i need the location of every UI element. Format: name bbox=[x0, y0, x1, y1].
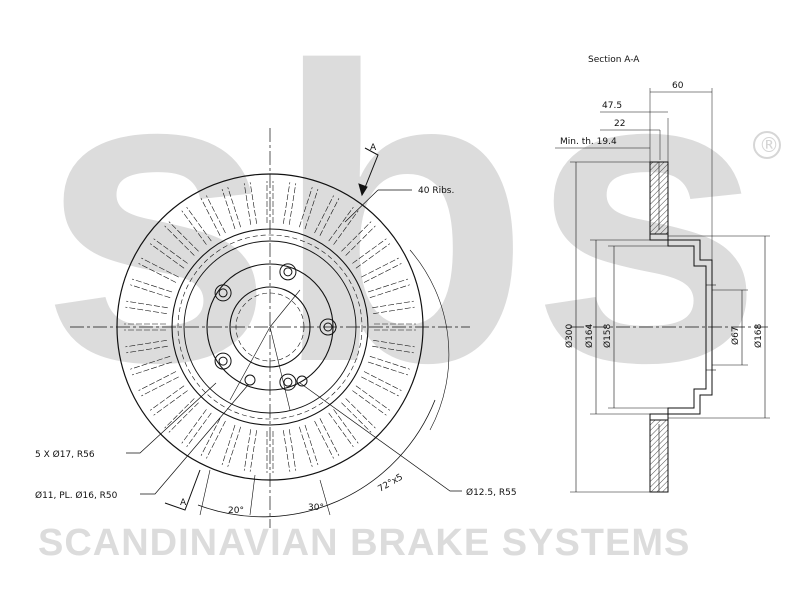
dim-width-hub: 47.5 bbox=[602, 101, 622, 111]
bolt-hole bbox=[214, 352, 232, 370]
inner-dashed-ring bbox=[177, 234, 363, 420]
registered-mark-text: ® bbox=[759, 133, 779, 157]
cooling-rib bbox=[149, 385, 188, 416]
sbs-watermark-logo: sbs bbox=[40, 0, 764, 450]
section-title: Section A-A bbox=[588, 55, 640, 65]
small-hole bbox=[296, 375, 308, 387]
registered-mark: ® bbox=[753, 131, 781, 159]
cooling-rib bbox=[181, 206, 212, 245]
disc-section-view bbox=[555, 88, 770, 493]
cooling-rib bbox=[283, 182, 297, 225]
dim-d-158: Ø158 bbox=[602, 323, 613, 348]
angle-72-label: 72°x5 bbox=[377, 472, 405, 494]
bolt-hole bbox=[279, 263, 297, 281]
cooling-rib bbox=[341, 398, 376, 433]
ribs-label: 40 Ribs. bbox=[418, 186, 454, 196]
cooling-rib bbox=[352, 385, 391, 416]
bolt-hole-thread bbox=[218, 288, 228, 298]
bolt-hole-thread bbox=[323, 322, 333, 332]
cooling-ribs bbox=[124, 181, 416, 473]
cooling-rib bbox=[367, 355, 410, 376]
cooling-rib bbox=[221, 187, 242, 230]
cooling-rib bbox=[181, 409, 212, 448]
bolt-hole-thread bbox=[283, 267, 293, 277]
cooling-rib bbox=[341, 221, 376, 256]
cooling-rib bbox=[328, 206, 359, 245]
cooling-rib bbox=[164, 398, 199, 433]
angle-30-label: 30° bbox=[308, 503, 324, 513]
small-hole-callout: Ø12.5, R55 bbox=[466, 487, 517, 498]
cooling-rib bbox=[200, 418, 226, 459]
cooling-rib bbox=[372, 300, 415, 314]
cooling-rib bbox=[130, 355, 173, 376]
cooling-rib bbox=[283, 429, 297, 472]
bolt-hole bbox=[279, 373, 297, 391]
cooling-rib bbox=[367, 278, 410, 299]
bolt-holes bbox=[214, 263, 337, 391]
cooling-rib bbox=[243, 182, 257, 225]
bolt-hole-thread bbox=[283, 377, 293, 387]
dim-width-total: 60 bbox=[672, 81, 684, 91]
cooling-rib bbox=[138, 371, 179, 397]
cooling-rib bbox=[298, 187, 319, 230]
center-bore bbox=[229, 286, 311, 368]
pl-hole bbox=[244, 374, 256, 386]
cooling-rib bbox=[298, 424, 319, 467]
friction-ring-inner bbox=[171, 228, 369, 426]
cooling-rib bbox=[328, 409, 359, 448]
cooling-rib bbox=[352, 238, 391, 269]
dim-disc-thickness: 22 bbox=[614, 119, 625, 129]
cooling-rib bbox=[130, 278, 173, 299]
cooling-rib bbox=[164, 221, 199, 256]
bolt-hole-thread bbox=[218, 356, 228, 366]
brand-tagline: SCANDINAVIAN BRAKE SYSTEMS bbox=[38, 522, 690, 564]
watermark-letters: sbs bbox=[40, 0, 764, 450]
angle-20-label: 20° bbox=[228, 506, 244, 516]
section-marker-top: A bbox=[370, 143, 377, 153]
cooling-rib bbox=[374, 323, 416, 331]
cooling-rib bbox=[314, 418, 340, 459]
dim-d-67: Ø67 bbox=[730, 326, 741, 345]
cooling-rib bbox=[372, 340, 415, 354]
dim-d-164: Ø164 bbox=[584, 323, 595, 348]
cooling-rib bbox=[125, 340, 168, 354]
cooling-rib bbox=[314, 195, 340, 236]
cooling-rib bbox=[149, 238, 188, 269]
cooling-rib bbox=[243, 429, 257, 472]
cooling-rib bbox=[361, 371, 402, 397]
dim-d-outer: Ø300 bbox=[564, 323, 575, 348]
cooling-rib bbox=[361, 257, 402, 283]
cooling-rib bbox=[266, 431, 274, 473]
dim-d-168: Ø168 bbox=[753, 323, 764, 348]
pl-hole-callout: Ø11, PL. Ø16, R50 bbox=[35, 490, 118, 501]
outer-edge bbox=[116, 173, 424, 481]
cooling-rib bbox=[266, 181, 274, 223]
cooling-rib bbox=[200, 195, 226, 236]
section-marker-bottom: A bbox=[180, 498, 187, 508]
cooling-rib bbox=[124, 323, 166, 331]
bolt-hole bbox=[319, 318, 337, 336]
cooling-rib bbox=[125, 300, 168, 314]
bolt-hole bbox=[214, 284, 232, 302]
cooling-rib bbox=[221, 424, 242, 467]
cooling-rib bbox=[138, 257, 179, 283]
dim-min-thickness: Min. th. 19.4 bbox=[560, 137, 617, 147]
disc-front-view bbox=[70, 128, 470, 528]
bolt-hole-callout: 5 X Ø17, R56 bbox=[35, 449, 95, 460]
hat-ring bbox=[206, 263, 334, 391]
